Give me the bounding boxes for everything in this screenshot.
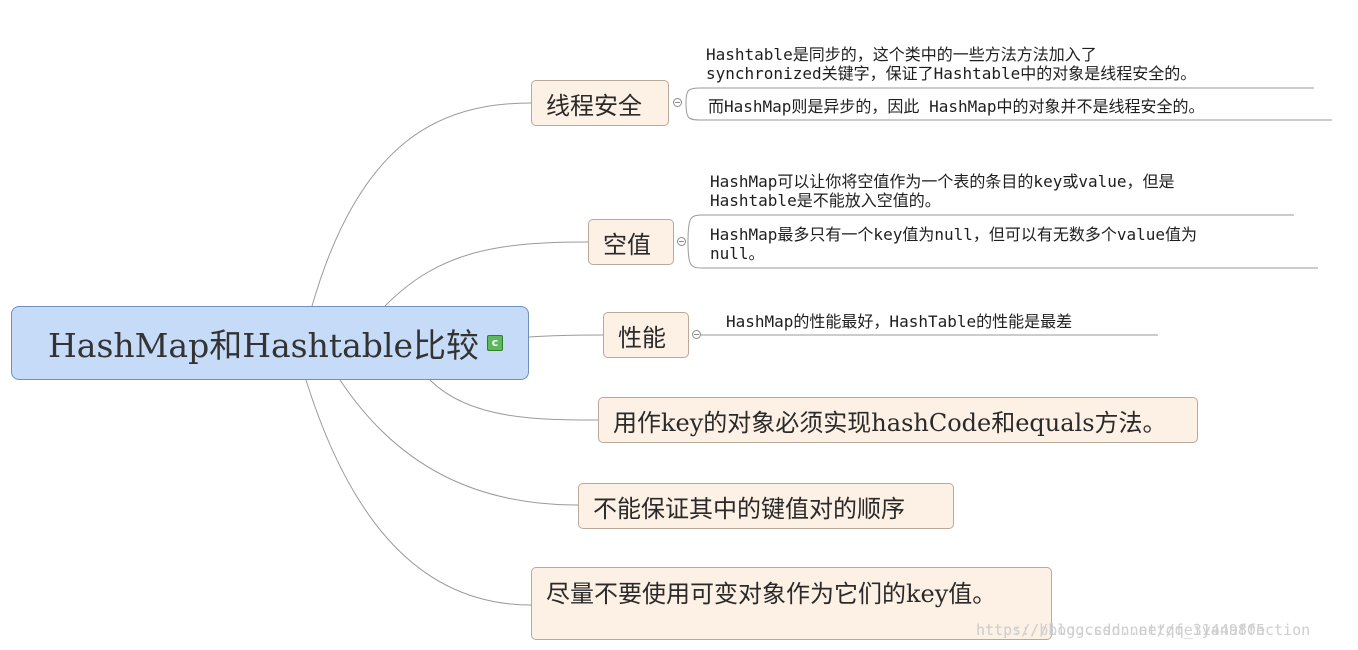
note-thread-safety-2: 而HashMap则是异步的，因此 HashMap中的对象并不是线程安全的。 — [708, 97, 1205, 116]
note-line: null。 — [710, 244, 765, 263]
central-topic[interactable]: HashMap和Hashtable比较 c — [11, 306, 529, 380]
note-line: Hashtable是同步的，这个类中的一些方法方法加入了 — [706, 45, 1097, 64]
link-order — [339, 379, 579, 506]
watermark-text-2: http://blog.csdn.net/qq_31449805 — [976, 621, 1265, 639]
central-topic-label: HashMap和Hashtable比较 — [48, 326, 480, 365]
note-performance-1: HashMap的性能最好，HashTable的性能是最差 — [726, 312, 1072, 331]
note-connector-thread-safety — [685, 87, 1314, 104]
link-thread-safety — [311, 102, 532, 307]
collapse-toggle-thread-safety[interactable] — [673, 98, 682, 107]
topic-mutable-key[interactable]: 尽量不要使用可变对象作为它们的key值。 — [531, 567, 1052, 640]
note-null-values-2: HashMap最多只有一个key值为null，但可以有无数多个value值为 n… — [710, 225, 1197, 263]
link-key-methods — [429, 379, 599, 421]
link-null-values — [384, 241, 589, 307]
c-marker-icon: c — [487, 335, 504, 351]
topic-performance-label: 性能 — [618, 323, 666, 352]
note-null-values-1: HashMap可以让你将空值作为一个表的条目的key或value，但是 Hash… — [710, 172, 1175, 210]
note-connector-null-values — [687, 214, 1294, 243]
collapse-toggle-null-values[interactable] — [677, 237, 686, 246]
topic-thread-safety-label: 线程安全 — [546, 91, 642, 120]
topic-performance[interactable]: 性能 — [603, 312, 689, 358]
note-line: synchronized关键字，保证了Hashtable中的对象是线程安全的。 — [706, 64, 1197, 83]
topic-mutable-key-label: 尽量不要使用可变对象作为它们的key值。 — [546, 580, 997, 608]
topic-entry-order-label: 不能保证其中的键值对的顺序 — [593, 494, 905, 523]
note-line: Hashtable是不能放入空值的。 — [710, 191, 941, 210]
note-line: HashMap的性能最好，HashTable的性能是最差 — [726, 312, 1073, 331]
note-underline-thread-safety-2 — [685, 102, 1332, 121]
note-line: HashMap可以让你将空值作为一个表的条目的key或value，但是 — [710, 172, 1175, 191]
note-thread-safety-1: Hashtable是同步的，这个类中的一些方法方法加入了 synchronize… — [706, 45, 1196, 83]
topic-thread-safety[interactable]: 线程安全 — [531, 80, 669, 126]
watermark-text-1: https://blog.csdn.net/feiyanaffection — [976, 621, 1311, 639]
topic-key-methods[interactable]: 用作key的对象必须实现hashCode和equals方法。 — [598, 397, 1198, 443]
collapse-toggle-performance[interactable] — [692, 330, 701, 339]
note-line: 而HashMap则是异步的，因此 HashMap中的对象并不是线程安全的。 — [708, 97, 1205, 116]
link-performance — [528, 334, 604, 338]
link-mutable-key — [305, 379, 532, 606]
topic-entry-order[interactable]: 不能保证其中的键值对的顺序 — [578, 483, 954, 529]
topic-null-values[interactable]: 空值 — [588, 219, 674, 265]
topic-null-values-label: 空值 — [603, 230, 651, 259]
note-underline-null-values-2 — [687, 241, 1318, 269]
topic-key-methods-label: 用作key的对象必须实现hashCode和equals方法。 — [613, 408, 1167, 437]
note-line: HashMap最多只有一个key值为null，但可以有无数多个value值为 — [710, 225, 1198, 244]
